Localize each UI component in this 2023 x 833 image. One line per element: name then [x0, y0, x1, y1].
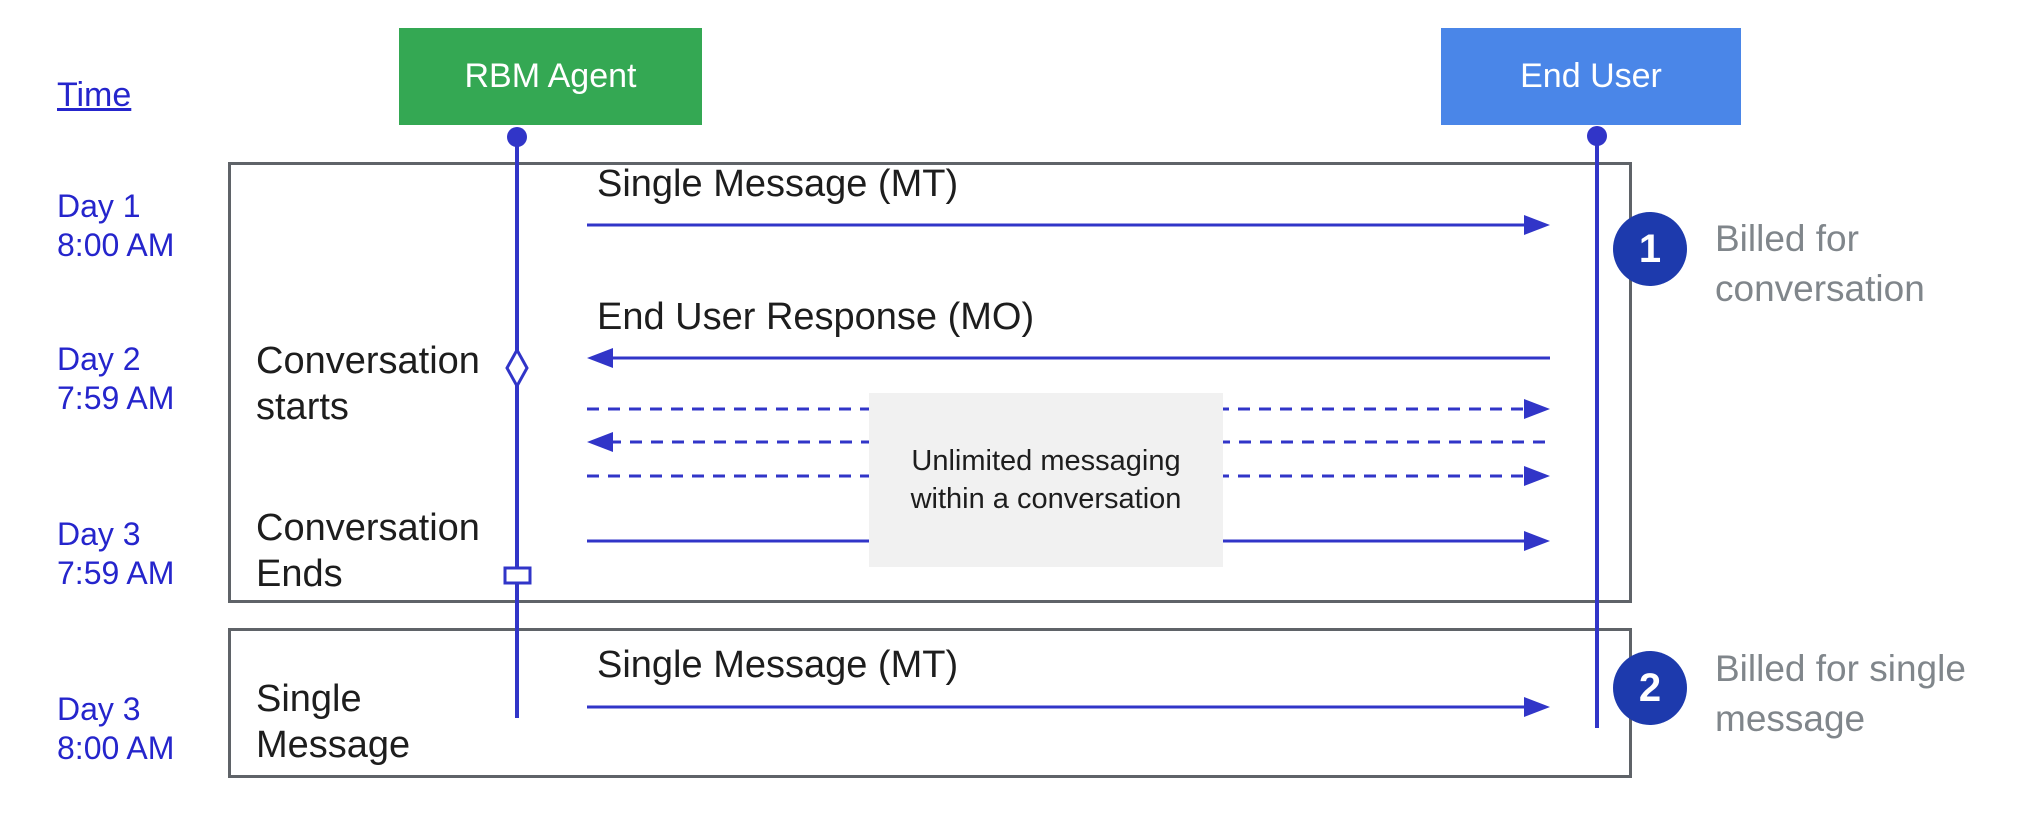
billed-for-conversation-text-line: Billed for — [1715, 218, 1859, 259]
unlimited-msg-1-arrow-head — [1524, 399, 1550, 419]
rbm-agent-box: RBM Agent — [399, 28, 702, 125]
unlimited-msg-3-arrow-head — [1524, 466, 1550, 486]
time-label-line: Day 3 — [57, 516, 141, 552]
unlimited-msg-2-arrow-head — [587, 432, 613, 452]
rbm-agent-lifeline-dot — [507, 127, 527, 147]
end-user-response-mo-message-label: End User Response (MO) — [597, 296, 1035, 338]
conversation-ends-label-line: Ends — [256, 553, 343, 595]
single-message-mt-1-arrow-head — [1524, 215, 1550, 235]
unlimited-messaging-note: Unlimited messaging within a conversatio… — [869, 393, 1223, 567]
single-message-label-line: Single — [256, 678, 362, 720]
billed-for-single-message-text: Billed for single message — [1715, 644, 1966, 744]
note-line-2: within a conversation — [910, 483, 1182, 515]
time-label-line: 7:59 AM — [57, 380, 175, 416]
time-label-line: 8:00 AM — [57, 730, 175, 766]
conversation-starts-diamond-marker — [505, 346, 529, 390]
end-user-response-mo-arrow-head — [587, 348, 613, 368]
billed-for-single-message-text-line: Billed for single — [1715, 648, 1966, 689]
conversation-ends-label-line: Conversation — [256, 507, 480, 549]
conversation-end-msg-arrow-head — [1524, 531, 1550, 551]
end-user-lifeline-dot — [1587, 126, 1607, 146]
conversation-frame — [228, 162, 1632, 603]
single-message-label-line: Message — [256, 724, 411, 766]
rbm-agent-label: RBM Agent — [464, 57, 637, 95]
single-message-mt-2-arrow-head — [1524, 697, 1550, 717]
end-user-box: End User — [1441, 28, 1741, 125]
conversation-starts-label-line: starts — [256, 386, 349, 428]
time-label-line: Day 1 — [57, 188, 141, 224]
time-axis-label: Time — [57, 76, 132, 114]
end-user-label: End User — [1520, 57, 1662, 95]
billed-for-conversation-text-line: conversation — [1715, 268, 1925, 309]
time-label-line: Day 2 — [57, 341, 141, 377]
single-message-mt-2-message-label: Single Message (MT) — [597, 644, 959, 686]
conversation-starts-label-line: Conversation — [256, 340, 480, 382]
billed-for-conversation-text: Billed for conversation — [1715, 214, 1925, 314]
time-label-line: 8:00 AM — [57, 227, 175, 263]
conversation-ends-square-marker — [503, 566, 532, 585]
time-label-line: 7:59 AM — [57, 555, 175, 591]
billed-for-single-message-badge: 2 — [1613, 651, 1687, 725]
billed-for-single-message-text-line: message — [1715, 698, 1866, 739]
billed-for-conversation-badge: 1 — [1613, 212, 1687, 286]
note-line-1: Unlimited messaging — [911, 445, 1181, 477]
time-label-line: Day 3 — [57, 691, 141, 727]
single-message-mt-1-message-label: Single Message (MT) — [597, 163, 959, 205]
